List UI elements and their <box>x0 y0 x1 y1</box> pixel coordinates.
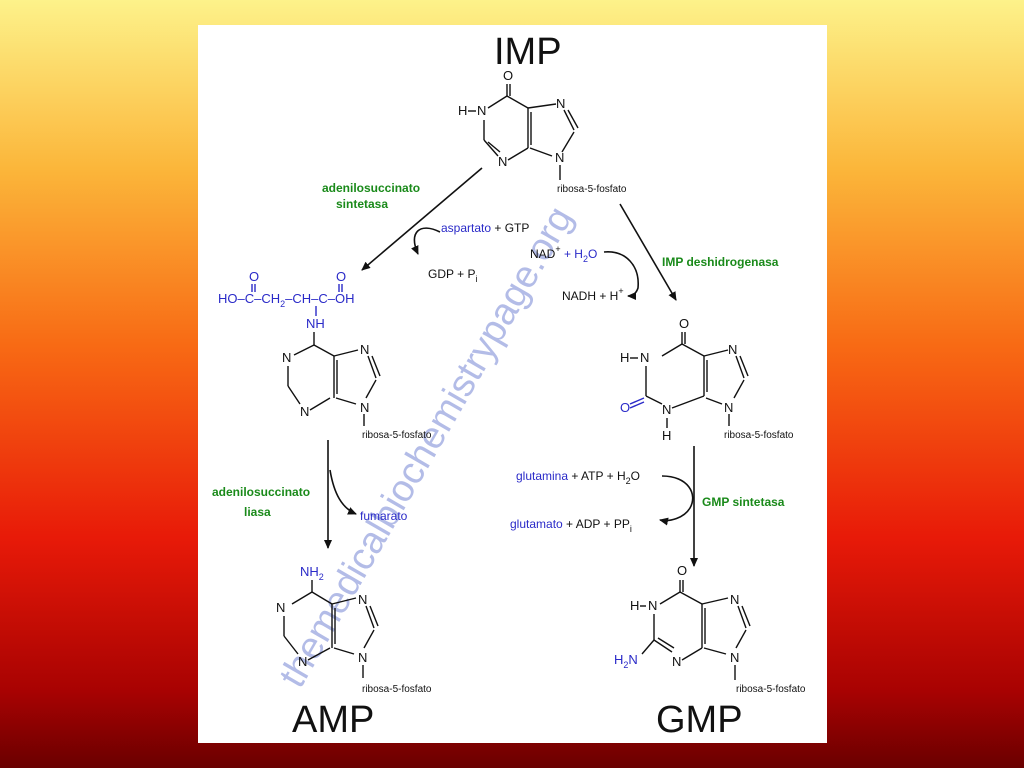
product-fumarate: fumarato <box>360 509 408 523</box>
svg-text:H: H <box>620 350 629 365</box>
svg-text:O: O <box>620 400 630 415</box>
svg-text:N: N <box>360 400 369 415</box>
svg-text:N: N <box>730 592 739 607</box>
enzyme-imp-dehydrogenase: IMP deshidrogenasa <box>662 255 779 269</box>
arrow-imp-to-adenylosuccinate <box>361 167 483 271</box>
svg-text:H: H <box>662 428 671 443</box>
svg-text:N: N <box>300 404 309 419</box>
svg-text:H: H <box>458 103 467 118</box>
curved-arrow-aspartate-gtp <box>411 227 441 255</box>
svg-text:O: O <box>679 316 689 331</box>
substrate-glutamine-atp-h2o: glutamina + ATP + H2O <box>516 469 640 486</box>
imp-structure: O H N N N N ribosa-5-fosfato <box>458 68 627 195</box>
svg-text:HO–C–CH2–CH–C–OH: HO–C–CH2–CH–C–OH <box>218 291 355 309</box>
svg-text:N: N <box>728 342 737 357</box>
enzyme-adenylosuccinate-lyase-line1: adenilosuccinato <box>212 485 310 499</box>
arrow-imp-to-xmp <box>619 203 677 301</box>
svg-text:N: N <box>640 350 649 365</box>
svg-text:N: N <box>724 400 733 415</box>
svg-text:ribosa-5-fosfato: ribosa-5-fosfato <box>736 684 806 695</box>
svg-text:N: N <box>662 402 671 417</box>
curved-arrow-nad-h2o <box>603 251 639 300</box>
svg-text:N: N <box>556 96 565 111</box>
title-amp: AMP <box>292 699 374 741</box>
enzyme-adenylosuccinate-synthetase-line1: adenilosuccinato <box>322 181 420 195</box>
svg-text:N: N <box>648 598 657 613</box>
svg-text:H2N: H2N <box>614 652 638 670</box>
svg-text:N: N <box>358 650 367 665</box>
svg-text:N: N <box>298 654 307 669</box>
product-gdp-pi: GDP + Pi <box>428 267 477 284</box>
svg-text:N: N <box>498 154 507 169</box>
svg-text:ribosa-5-fosfato: ribosa-5-fosfato <box>362 684 432 695</box>
svg-text:ribosa-5-fosfato: ribosa-5-fosfato <box>362 430 432 441</box>
svg-text:O: O <box>249 269 259 284</box>
svg-text:N: N <box>276 600 285 615</box>
svg-text:O: O <box>503 68 513 83</box>
adenylosuccinate-structure: O O HO–C–CH2–CH–C–OH NH N N N N ribosa-5… <box>218 269 432 441</box>
svg-text:ribosa-5-fosfato: ribosa-5-fosfato <box>557 184 627 195</box>
product-nadh-h: NADH + H+ <box>562 286 624 303</box>
curved-arrow-fumarate <box>329 469 357 515</box>
enzyme-gmp-synthetase: GMP sintetasa <box>702 495 785 509</box>
product-glutamate-adp-ppi: glutamato + ADP + PPi <box>510 517 632 534</box>
enzyme-adenylosuccinate-lyase-line2: liasa <box>244 505 271 519</box>
gmp-structure: O H N H2N N N N ribosa-5-fosfato <box>614 563 806 695</box>
svg-text:N: N <box>730 650 739 665</box>
svg-text:N: N <box>672 654 681 669</box>
svg-text:O: O <box>336 269 346 284</box>
slide-panel <box>198 25 827 743</box>
svg-text:N: N <box>360 342 369 357</box>
svg-text:ribosa-5-fosfato: ribosa-5-fosfato <box>724 430 794 441</box>
svg-text:N: N <box>358 592 367 607</box>
amp-structure: NH2 N N N N ribosa-5-fosfato <box>276 564 432 695</box>
substrate-nad-h2o: NAD+ + H2O <box>530 244 597 264</box>
svg-text:N: N <box>555 150 564 165</box>
watermark-text: themedicalbiochemistrypage.org <box>271 200 581 695</box>
curved-arrow-glutamine-atp <box>659 475 694 526</box>
svg-text:O: O <box>677 563 687 578</box>
title-imp: IMP <box>494 31 562 73</box>
svg-text:N: N <box>477 103 486 118</box>
svg-text:NH: NH <box>306 316 325 331</box>
title-gmp: GMP <box>656 699 743 741</box>
svg-text:H: H <box>630 598 639 613</box>
xmp-structure: O H N O N H N N ribosa-5-fosfato <box>620 316 794 443</box>
enzyme-adenylosuccinate-synthetase-line2: sintetasa <box>336 197 388 211</box>
svg-text:NH2: NH2 <box>300 564 324 582</box>
substrate-aspartate-gtp: aspartato + GTP <box>441 221 529 235</box>
svg-text:N: N <box>282 350 291 365</box>
